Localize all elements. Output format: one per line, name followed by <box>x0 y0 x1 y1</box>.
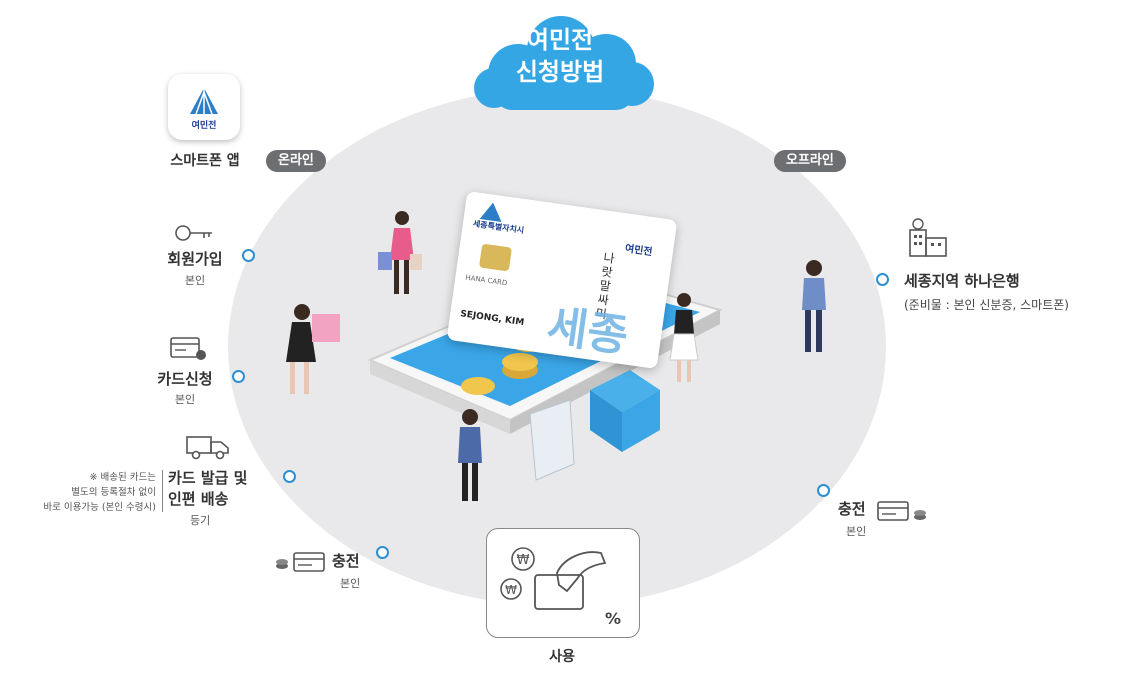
gift-woman-figure <box>286 304 340 394</box>
coin-man-figure <box>458 409 482 501</box>
usage-label: 사용 <box>549 649 575 665</box>
card-apply-dot <box>232 370 245 383</box>
svg-text:₩: ₩ <box>505 583 517 597</box>
delivery-note-line1: ※ 배송된 카드는 <box>89 472 156 483</box>
card-apply-icon <box>170 337 206 360</box>
cloud-title-line2: 신청방법 <box>515 58 605 86</box>
shopper-woman-figure <box>378 211 422 294</box>
delivery-dot <box>283 470 296 483</box>
svg-text:₩: ₩ <box>517 553 530 568</box>
cloud-title: 여민전 신청방법 <box>490 24 630 88</box>
charge-dot-online <box>376 546 389 559</box>
delivery-title-line1: 카드 발급 및 <box>168 469 248 487</box>
charge-sub-online: 본인 <box>340 577 361 590</box>
delivery-truck-icon <box>186 436 229 460</box>
card-apply-sub: 본인 <box>174 393 196 406</box>
bank-man-figure <box>802 260 826 352</box>
note-divider <box>162 470 163 512</box>
key-icon <box>175 225 212 241</box>
charge-dot-offline <box>817 484 830 497</box>
card-apply-title: 카드신청 <box>157 370 213 388</box>
bank-sub: (준비물 : 본인 신분증, 스마트폰) <box>904 298 1069 312</box>
signup-title: 회원가입 <box>167 250 223 268</box>
app-icon[interactable]: 여민전 <box>168 74 240 140</box>
charge-sub-offline: 본인 <box>846 525 867 538</box>
bank-building-icon <box>909 218 947 257</box>
card-big-text: 세종 <box>543 300 632 363</box>
charge-card-offline-icon <box>877 501 926 521</box>
delivery-note-line3: 바로 이용가능 (본인 수령시) <box>43 502 156 513</box>
yeominjeon-card: 세종특별자치시 여민전 HANA CARD SEJONG, KIM 나랏말싸미 … <box>446 190 678 370</box>
app-logo-text: 여민전 <box>191 121 217 131</box>
phone-woman-figure <box>669 293 699 382</box>
card-holder: SEJONG, KIM <box>459 309 525 329</box>
charge-card-icon <box>276 552 325 572</box>
cloud-header-shape <box>474 16 654 110</box>
app-label: 스마트폰 앱 <box>170 153 240 169</box>
card-logo-icon <box>479 202 502 223</box>
delivery-title-line2: 인편 배송 <box>168 490 229 508</box>
signup-dot <box>242 249 255 262</box>
payment-icon: ₩ ₩ <box>500 547 607 610</box>
app-logo-icon <box>190 88 218 115</box>
delivery-note-line2: 별도의 등록절차 없이 <box>71 487 156 498</box>
card-brand: 여민전 <box>624 243 654 259</box>
card-issuer: 세종특별자치시 <box>472 219 525 236</box>
usage-box: ₩ ₩ % <box>486 528 640 638</box>
bank-title: 세종지역 하나은행 <box>904 272 1020 290</box>
delivery-sub: 등기 <box>190 514 211 527</box>
online-pill: 온라인 <box>266 150 326 172</box>
card-hana: HANA CARD <box>464 273 508 288</box>
card-chip-icon <box>478 243 513 272</box>
delivery-title: 카드 발급 및 인편 배송 <box>168 468 268 510</box>
charge-title-online: 충전 <box>332 552 360 570</box>
charge-title-offline: 충전 <box>838 500 866 518</box>
delivery-note: ※ 배송된 카드는 별도의 등록절차 없이 바로 이용가능 (본인 수령시) <box>20 470 156 515</box>
offline-pill: 오프라인 <box>774 150 846 172</box>
usage-percent: % <box>605 609 622 628</box>
bank-dot <box>876 273 889 286</box>
signup-sub: 본인 <box>184 274 206 287</box>
cloud-title-line1: 여민전 <box>526 26 594 54</box>
